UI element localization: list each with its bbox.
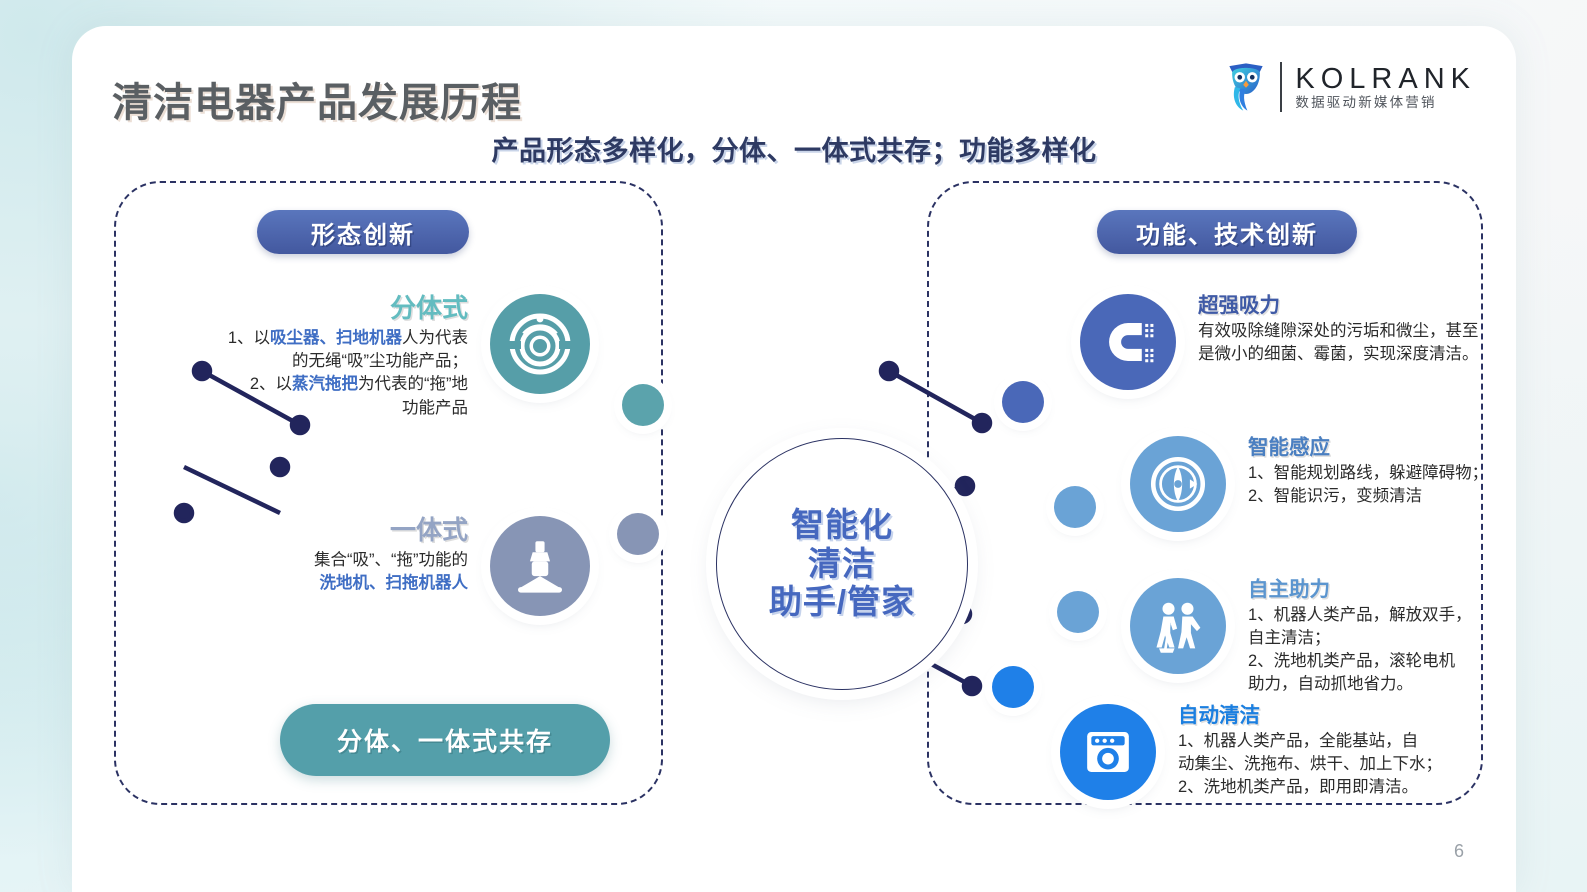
- right-item-heading: 自主助力: [1248, 578, 1330, 601]
- right-item-heading: 智能感应: [1248, 436, 1330, 459]
- badge-function-innovation[interactable]: 功能、技术创新: [1097, 210, 1357, 254]
- right-item-body: 1、机器人类产品，解放双手，自主清洁；2、洗地机类产品，滚轮电机助力，自动抓地省…: [1248, 605, 1472, 693]
- node-right-3: [1057, 591, 1099, 633]
- left-item-integrated: 一体式 集合“吸”、“拖”功能的洗地机、扫拖机器人: [120, 516, 590, 616]
- left-item-body: 集合“吸”、“拖”功能的洗地机、扫拖机器人: [314, 550, 468, 593]
- node-left-bottom: [617, 513, 659, 555]
- magnet-icon: [1080, 294, 1176, 390]
- right-item-suction: 超强吸力 有效吸除缝隙深处的污垢和微尘，甚至是微小的细菌、霉菌，实现深度清洁。: [1080, 294, 1479, 390]
- coexistence-pill[interactable]: 分体、一体式共存: [280, 704, 610, 776]
- page-number: 6: [1453, 841, 1464, 861]
- node-left-top: [622, 384, 664, 426]
- logo-name: KOLRANK: [1295, 62, 1476, 95]
- center-label: 智能化 清洁 助手/管家: [768, 505, 916, 621]
- left-item-heading: 一体式: [389, 515, 468, 545]
- left-item-heading: 分体式: [389, 293, 468, 323]
- right-item-sensing: 智能感应 1、智能规划路线，躲避障碍物；2、智能识污，变频清洁: [1130, 436, 1488, 532]
- upright-vacuum-icon: [490, 516, 590, 616]
- slide-card: 清洁电器产品发展历程 KOLRANK 数据驱动新媒体营销 产品形态多样化，分体、…: [72, 26, 1516, 892]
- right-item-heading: 自动清洁: [1178, 704, 1260, 727]
- right-item-body: 1、机器人类产品，全能基站，自动集尘、洗拖布、烘干、加上下水；2、洗地机类产品，…: [1178, 731, 1442, 796]
- right-item-heading: 超强吸力: [1198, 294, 1280, 317]
- brand-logo: KOLRANK 数据驱动新媒体营销: [1225, 62, 1476, 112]
- badge-form-innovation[interactable]: 形态创新: [257, 210, 469, 254]
- left-item-separate: 分体式 1、以吸尘器、扫地机器人为代表的无绳“吸”尘功能产品；2、以蒸汽拖把为代…: [120, 294, 590, 420]
- right-item-body: 有效吸除缝隙深处的污垢和微尘，甚至是微小的细菌、霉菌，实现深度清洁。: [1198, 321, 1479, 363]
- robot-vacuum-icon: [490, 294, 590, 394]
- logo-tagline: 数据驱动新媒体营销: [1295, 94, 1437, 110]
- owl-icon: [1229, 63, 1264, 111]
- two-people-cleaning-icon: [1130, 578, 1226, 674]
- node-right-4: [992, 666, 1034, 708]
- page-subtitle: 产品形态多样化，分体、一体式共存；功能多样化: [491, 136, 1097, 166]
- right-item-body: 1、智能规划路线，躲避障碍物；2、智能识污，变频清洁: [1248, 463, 1489, 505]
- right-item-autoclean: 自动清洁 1、机器人类产品，全能基站，自动集尘、洗拖布、烘干、加上下水；2、洗地…: [1060, 704, 1442, 800]
- center-node: 智能化 清洁 助手/管家: [716, 438, 968, 690]
- logo-divider: [1280, 62, 1283, 112]
- right-item-autonomy: 自主助力 1、机器人类产品，解放双手，自主清洁；2、洗地机类产品，滚轮电机助力，…: [1130, 578, 1472, 696]
- left-item-body: 1、以吸尘器、扫地机器人为代表的无绳“吸”尘功能产品；2、以蒸汽拖把为代表的“拖…: [227, 328, 468, 417]
- page-title: 清洁电器产品发展历程: [112, 81, 522, 125]
- form-innovation-panel: [114, 181, 663, 805]
- node-right-2: [1054, 486, 1096, 528]
- compass-icon: [1130, 436, 1226, 532]
- node-right-1: [1002, 381, 1044, 423]
- washing-station-icon: [1060, 704, 1156, 800]
